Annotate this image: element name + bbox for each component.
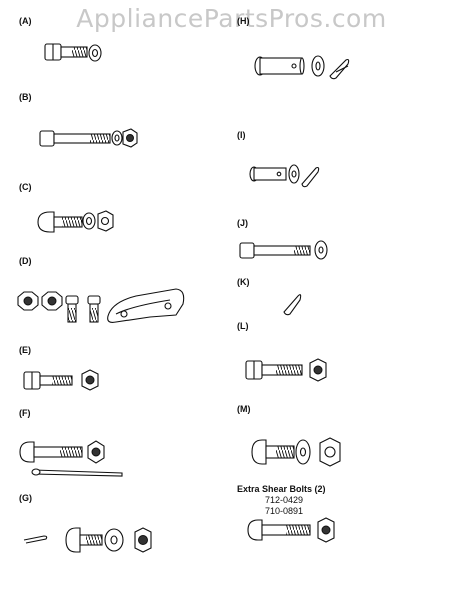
part-d-bolt-2 [87, 295, 101, 323]
part-i-pin [249, 166, 287, 182]
part-j-washer [314, 240, 328, 260]
extra-shear-part-number-1: 712-0429 [265, 495, 304, 505]
part-h-hairpin [329, 58, 350, 80]
label-j: (J) [237, 218, 248, 228]
label-f: (F) [19, 408, 31, 418]
label-l: (L) [237, 321, 249, 331]
part-m-bolt [251, 439, 295, 465]
extra-shear-bolt [247, 519, 311, 541]
part-i-hairpin [301, 166, 320, 188]
part-e-bolt [23, 371, 73, 390]
part-d-nut-2 [41, 291, 63, 311]
label-h: (H) [237, 16, 250, 26]
part-b-bolt [39, 130, 111, 147]
part-m-washer [295, 439, 311, 465]
part-a-bolt [44, 43, 88, 61]
label-k: (K) [237, 277, 250, 287]
part-c-bolt [37, 211, 83, 233]
part-j-bolt [239, 242, 311, 259]
part-g-washer [104, 528, 124, 552]
part-c-washer [82, 212, 96, 230]
label-g: (G) [19, 493, 32, 503]
part-b-washer [111, 130, 123, 146]
label-a: (A) [19, 16, 32, 26]
part-l-nut [309, 358, 327, 382]
part-f-pin [31, 468, 123, 477]
label-e: (E) [19, 345, 31, 355]
part-f-nut [87, 440, 105, 464]
part-g-cotter-pin [23, 535, 48, 544]
part-d-nut-1 [17, 291, 39, 311]
label-i: (I) [237, 130, 246, 140]
part-h-washer [311, 55, 325, 77]
extra-shear-part-number-2: 710-0891 [265, 506, 304, 516]
label-b: (B) [19, 92, 32, 102]
part-a-washer [88, 44, 102, 62]
part-d-bracket [107, 288, 185, 323]
part-l-bolt [245, 360, 303, 380]
extra-shear-nut [317, 517, 335, 543]
part-b-nut [122, 128, 138, 148]
part-d-bolt-1 [65, 295, 79, 323]
part-e-nut [81, 369, 99, 391]
watermark: AppliancePartsPros.com [76, 4, 387, 33]
label-d: (D) [19, 256, 32, 266]
part-c-nut [97, 210, 114, 232]
part-m-nut [319, 437, 341, 467]
label-c: (C) [19, 182, 32, 192]
part-g-bolt [65, 527, 103, 553]
part-i-washer [288, 164, 300, 184]
part-k-hairpin [283, 294, 302, 316]
label-m: (M) [237, 404, 251, 414]
part-g-nut [134, 527, 152, 553]
part-f-bolt [19, 441, 83, 463]
part-h-pin [254, 56, 305, 76]
extra-shear-bolts-title: Extra Shear Bolts (2) [237, 484, 326, 494]
